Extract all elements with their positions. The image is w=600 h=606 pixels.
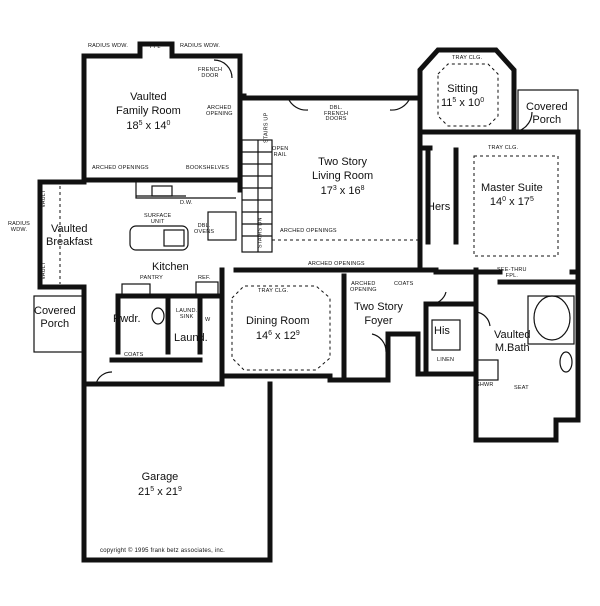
dining-tray-ceiling-note: TRAY CLG. [258, 288, 289, 294]
foyer-label: Two Story Foyer [354, 301, 403, 327]
exterior-walls [37, 41, 581, 563]
fireplace-note: FPL [150, 44, 161, 50]
stairs [241, 139, 273, 253]
arched-openings-note-family: ARCHED OPENINGS [92, 165, 149, 171]
his-closet-label: His [434, 325, 450, 337]
door-swings [95, 59, 533, 385]
radius-window-note-right: RADIUS WDW. [180, 43, 221, 49]
stairs-up-note: STAIRS UP [263, 112, 270, 143]
coats-foyer-note: COATS [394, 281, 414, 287]
sitting-tray-ceiling-note: TRAY CLG. [452, 55, 483, 61]
radius-window-note-left: RADIUS WDW. [88, 43, 129, 49]
seat-note: SEAT [514, 385, 529, 391]
laundry-sink-note: LAUND.SINK [176, 308, 198, 320]
porches [33, 89, 579, 353]
laundry-label: Laund. [174, 332, 208, 344]
powder-room-label: Pwdr. [113, 313, 141, 325]
copyright-note: copyright © 1995 frank betz associates, … [100, 548, 225, 554]
dishwasher-note: D.W. [180, 200, 193, 206]
bath-fixtures [151, 295, 575, 381]
stairs-down-note: STAIRS DN [257, 217, 264, 249]
kitchen-label: Kitchen [152, 261, 189, 273]
refrigerator-note: REF. [198, 275, 211, 281]
shower-note: SHWR [476, 382, 494, 388]
master-suite-label: Master Suite 140 x 175 [481, 182, 543, 208]
kitchen-fixtures [121, 180, 237, 297]
double-ovens-note: DBL.OVENS [194, 223, 215, 235]
tray-ceilings [44, 63, 559, 371]
covered-porch-left-label: Covered Porch [34, 305, 76, 330]
garage-label: Garage 215 x 219 [138, 471, 182, 498]
covered-porch-right-label: Covered Porch [526, 101, 568, 126]
coats-garage-note: COATS [124, 352, 144, 358]
living-room-label: Two Story Living Room 173 x 168 [312, 156, 374, 197]
vault-note-bottom: VAULT [41, 261, 48, 280]
bookshelves-note: BOOKSHELVES [186, 165, 230, 171]
breakfast-label: Vaulted Breakfast [46, 223, 93, 248]
dining-room-label: Dining Room 146 x 129 [246, 315, 310, 342]
vault-note-top: VAULT [41, 189, 48, 208]
sitting-room-label: Sitting 115 x 100 [441, 83, 485, 109]
arched-openings-note-foyer: ARCHED OPENINGS [308, 261, 365, 267]
pantry-note: PANTRY [140, 275, 164, 281]
linen-note: LINEN [437, 357, 455, 363]
hers-closet-label: Hers [427, 201, 451, 213]
family-room-label: Vaulted Family Room 185 x 140 [116, 91, 181, 132]
washer-note: W [205, 317, 211, 323]
master-tray-ceiling-note: TRAY CLG. [488, 145, 519, 151]
arched-openings-note-living: ARCHED OPENINGS [280, 228, 337, 234]
master-bath-label: Vaulted M.Bath [494, 329, 531, 354]
